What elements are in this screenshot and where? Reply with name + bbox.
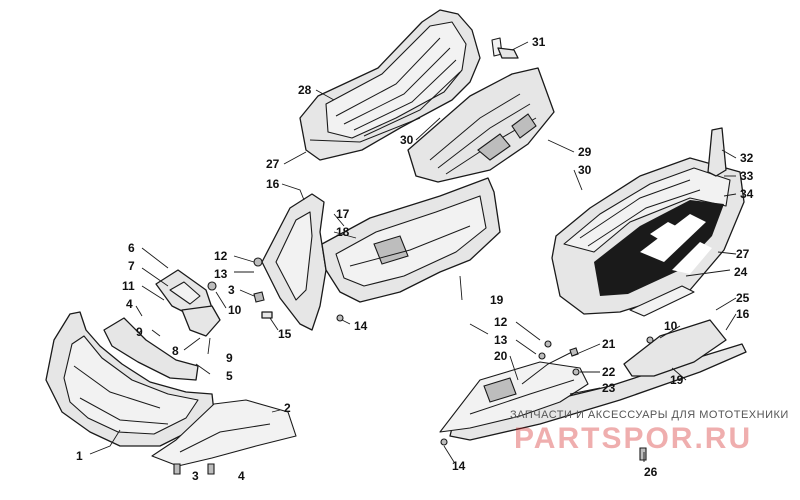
bolt-31	[491, 37, 519, 59]
callout-30-right: 30	[578, 163, 592, 177]
callout-3-lower: 3	[192, 469, 199, 483]
callout-31: 31	[532, 35, 546, 49]
callout-22: 22	[602, 365, 616, 379]
watermark: ЗАПЧАСТИ И АКСЕССУАРЫ ДЛЯ МОТОТЕХНИКИ PA…	[510, 409, 789, 455]
fastener-13-right	[538, 352, 546, 360]
front-nose-1	[45, 311, 215, 447]
strip-24	[629, 285, 695, 317]
insert-panel-upper	[407, 67, 555, 183]
belly-pan-upper	[321, 177, 501, 303]
callout-24: 24	[734, 265, 748, 279]
callout-2: 2	[284, 401, 291, 415]
fastener-10-left	[207, 281, 217, 291]
fastener-15	[261, 311, 273, 319]
bumper-bracket-5	[103, 317, 199, 381]
callout-5: 5	[226, 369, 233, 383]
callout-labels: 1 2 3 3 4 4 5 6 7 8 9 9 10 10 11 12 12 1…	[76, 35, 754, 483]
callout-30-left: 30	[400, 133, 414, 147]
callout-19-upper: 19	[490, 293, 504, 307]
callout-4-upper: 4	[126, 297, 133, 311]
callout-12-right: 12	[494, 315, 508, 329]
side-guard-16-left	[261, 193, 327, 331]
callout-9-right: 9	[226, 351, 233, 365]
callout-18: 18	[336, 225, 350, 239]
callout-21: 21	[602, 337, 616, 351]
callout-8: 8	[172, 344, 179, 358]
leader-lines	[89, 41, 737, 463]
callout-10-left: 10	[228, 303, 242, 317]
callout-16-left: 16	[266, 177, 280, 191]
callout-3-upper: 3	[228, 283, 235, 297]
callout-13-left: 13	[214, 267, 228, 281]
callout-17: 17	[336, 207, 350, 221]
callout-12-left: 12	[214, 249, 228, 263]
side-panel-right	[551, 157, 745, 315]
fastener-22	[572, 368, 580, 376]
belly-pan-lower-left	[151, 399, 297, 467]
callout-25: 25	[736, 291, 750, 305]
callout-20: 20	[494, 349, 508, 363]
callout-16-right: 16	[736, 307, 750, 321]
watermark-tagline: ЗАПЧАСТИ И АКСЕССУАРЫ ДЛЯ МОТОТЕХНИКИ	[510, 409, 789, 421]
bracket-8	[181, 305, 221, 337]
fastener-3-top	[253, 291, 265, 303]
callout-4-lower: 4	[238, 469, 245, 483]
fastener-4-bottom	[207, 463, 215, 475]
side-panel-left-upper	[299, 9, 481, 161]
callout-27-right: 27	[736, 247, 750, 261]
callout-28: 28	[298, 83, 312, 97]
callout-11: 11	[122, 279, 135, 293]
callout-9-left: 9	[136, 325, 143, 339]
skid-plate-23	[439, 361, 589, 433]
callout-15: 15	[278, 327, 292, 341]
fastener-26	[639, 447, 647, 461]
callout-14-left: 14	[354, 319, 368, 333]
callout-6: 6	[128, 241, 135, 255]
callout-29: 29	[578, 145, 592, 159]
callout-23: 23	[602, 381, 616, 395]
callout-14-right: 14	[452, 459, 466, 473]
fastener-3-bottom	[173, 463, 181, 475]
fastener-14-left	[336, 314, 344, 322]
fastener-10-right	[646, 336, 654, 344]
callout-7: 7	[128, 259, 135, 273]
callout-33: 33	[740, 169, 754, 183]
callout-27-left: 27	[266, 157, 280, 171]
callout-19-lower: 19	[670, 373, 684, 387]
fastener-14-right	[440, 438, 448, 446]
callout-34: 34	[740, 187, 754, 201]
callout-32: 32	[740, 151, 754, 165]
watermark-logo: PARTSPOR.RU	[514, 422, 752, 455]
callout-1: 1	[76, 449, 83, 463]
callout-26: 26	[644, 465, 658, 479]
callout-10-right: 10	[664, 319, 678, 333]
fastener-12-right	[544, 340, 552, 348]
bracket-32	[707, 127, 727, 177]
callout-13-right: 13	[494, 333, 508, 347]
fastener-12-left	[253, 257, 263, 267]
